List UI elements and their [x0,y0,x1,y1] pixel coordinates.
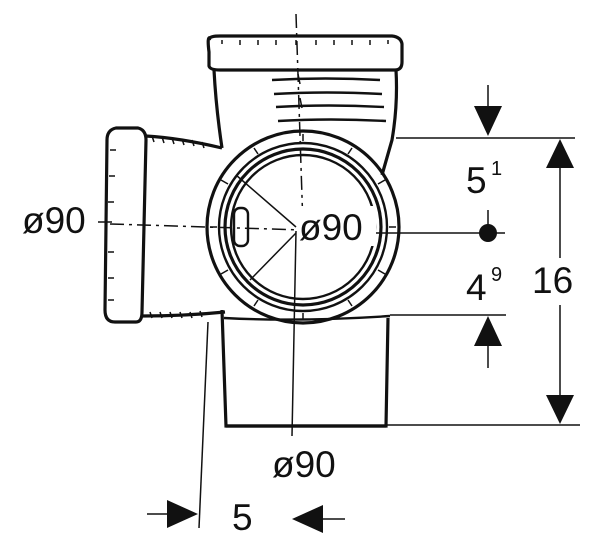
center-lines [98,13,304,437]
top-socket [206,34,404,72]
dimension-lines [147,85,580,533]
arrow-down-icon [546,395,574,424]
arrow-right-icon [167,500,198,528]
arrow-up-icon [474,316,502,346]
arrow-left-icon [292,505,323,533]
fitting-body [212,69,399,176]
left-branch [103,126,226,324]
lower-spigot [220,309,391,428]
center-diameter-label: ø90 [299,207,363,248]
horizontal-offset-label: 5 [232,497,253,538]
arrow-up-icon [546,139,574,168]
upper-offset-superscript: 1 [491,158,502,180]
center-point-marker [479,224,497,242]
lower-offset-label: 4 [466,267,487,308]
upper-offset-label: 5 [466,160,487,201]
arrow-down-icon [474,106,502,136]
left-diameter-label: ø90 [22,200,86,241]
lower-offset-superscript: 9 [491,264,502,286]
front-socket [205,129,401,325]
total-height-label: 16 [532,260,573,301]
bottom-diameter-label: ø90 [272,444,336,485]
